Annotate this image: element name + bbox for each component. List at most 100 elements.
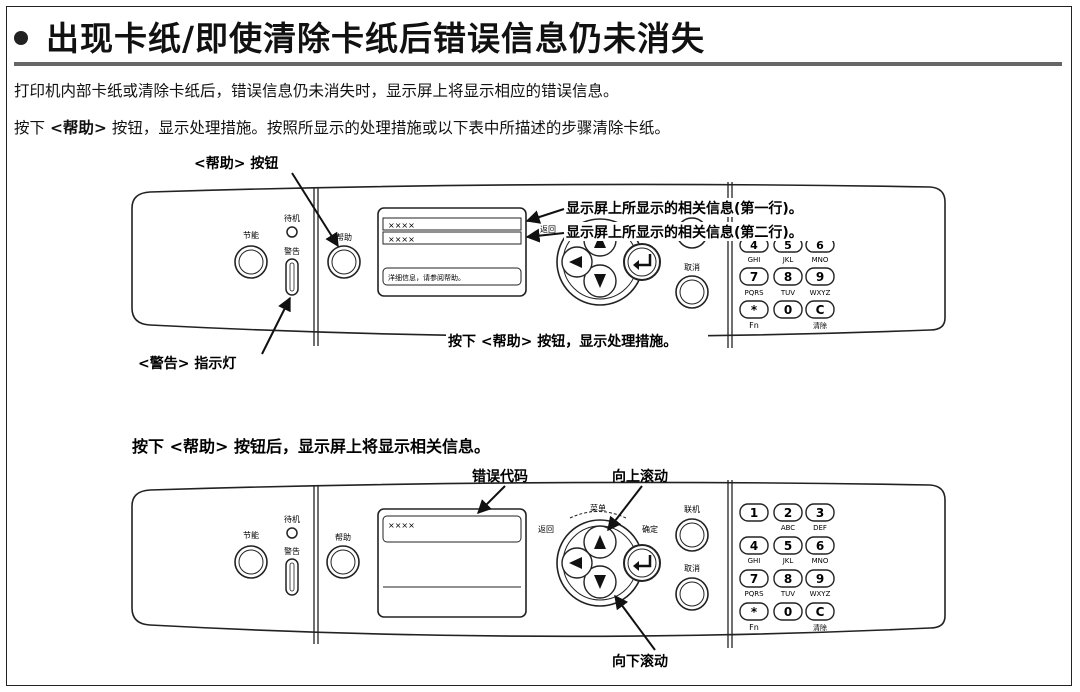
help-key-text: <帮助> <box>49 119 107 137</box>
svg-text:WXYZ: WXYZ <box>810 590 831 598</box>
svg-text:*: * <box>751 303 758 317</box>
down-arrow-icon-2 <box>594 575 606 589</box>
menu-label: 菜单 <box>590 503 606 513</box>
svg-text:9: 9 <box>816 572 824 586</box>
help-button-2[interactable] <box>326 545 360 579</box>
enter-button[interactable] <box>623 243 661 281</box>
callout-help-button: <帮助> 按钮 <box>194 155 278 172</box>
callout-scroll-down: 向下滚动 <box>612 653 668 670</box>
key-8b[interactable] <box>773 569 803 588</box>
control-panel-2: 节能 待机 警告 帮助 ×××× 返回 菜单 确定 联机 取消 <box>131 468 946 670</box>
svg-text:*: * <box>751 605 758 619</box>
svg-text:6: 6 <box>816 539 824 553</box>
enter-icon-2 <box>637 555 652 568</box>
standby-label: 待机 <box>284 213 300 223</box>
svg-text:C: C <box>816 303 825 317</box>
key-clear[interactable] <box>805 300 835 319</box>
callout-press-help: 按下 <帮助> 按钮，显示处理措施。 <box>448 333 677 350</box>
svg-text:MNO: MNO <box>812 557 829 565</box>
cancel-label-2: 取消 <box>684 563 700 573</box>
svg-text:TUV: TUV <box>780 590 795 598</box>
key-8[interactable] <box>773 267 803 286</box>
page-frame <box>6 6 1072 686</box>
key-0-2[interactable] <box>773 602 803 621</box>
display-line-1: ×××× <box>388 221 415 230</box>
back-label-2: 返回 <box>538 525 554 534</box>
power-save-button[interactable] <box>234 245 268 279</box>
display-line-2: ×××× <box>388 235 415 244</box>
svg-text:WXYZ: WXYZ <box>810 289 831 297</box>
key-4b[interactable] <box>739 536 769 555</box>
help-button[interactable] <box>327 245 361 279</box>
enter-icon <box>637 254 652 267</box>
callout-scroll-up: 向上滚动 <box>612 468 668 485</box>
key-5b[interactable] <box>773 536 803 555</box>
standby-lamp <box>286 226 298 238</box>
standby-label-2: 待机 <box>284 514 300 524</box>
key-7b[interactable] <box>739 569 769 588</box>
key-2[interactable] <box>773 503 803 522</box>
key-6b[interactable] <box>805 536 835 555</box>
bullet-icon <box>14 30 28 45</box>
back-label: 返回 <box>540 225 556 234</box>
alarm-lamp <box>285 258 299 296</box>
alarm-label: 警告 <box>284 246 300 256</box>
key-9[interactable] <box>805 267 835 286</box>
power-save-label-2: 节能 <box>243 530 259 540</box>
svg-text:3: 3 <box>816 506 824 520</box>
svg-text:ABC: ABC <box>781 524 795 532</box>
left-arrow-icon-2 <box>569 557 582 569</box>
svg-text:9: 9 <box>816 270 824 284</box>
svg-text:GHI: GHI <box>748 557 761 565</box>
svg-text:7: 7 <box>750 572 758 586</box>
svg-text:PQRS: PQRS <box>744 289 764 297</box>
cancel-button[interactable] <box>675 275 709 309</box>
power-save-label: 节能 <box>243 230 259 240</box>
key-7[interactable] <box>739 267 769 286</box>
callout-info-line-2: 显示屏上所显示的相关信息(第二行)。 <box>566 224 803 241</box>
key-3[interactable] <box>805 503 835 522</box>
keypad-1: 4 GHI 5 JKL 6 MNO 7 PQRS 8 TUV 9 WXYZ * … <box>739 237 835 330</box>
key-9b[interactable] <box>805 569 835 588</box>
svg-text:5: 5 <box>784 539 792 553</box>
svg-text:4: 4 <box>750 239 758 252</box>
cancel-button-2[interactable] <box>675 577 709 611</box>
fn-label-2: Fn <box>749 623 759 632</box>
enter-button-2[interactable] <box>623 544 661 582</box>
svg-text:6: 6 <box>816 239 824 252</box>
svg-text:JKL: JKL <box>782 256 794 264</box>
svg-text:PQRS: PQRS <box>744 590 764 598</box>
power-save-button-2[interactable] <box>234 545 268 579</box>
alarm-label-2: 警告 <box>284 546 300 556</box>
section-2-title: 按下 <帮助> 按钮后，显示屏上将显示相关信息。 <box>132 437 490 456</box>
callout-alarm-lamp: <警告> 指示灯 <box>138 355 236 372</box>
up-arrow-icon-2 <box>594 535 606 549</box>
svg-text:GHI: GHI <box>748 256 761 264</box>
svg-text:0: 0 <box>784 303 792 317</box>
online-button-2[interactable] <box>675 518 709 552</box>
svg-text:2: 2 <box>784 506 792 520</box>
key-star[interactable] <box>739 300 769 319</box>
cancel-label: 取消 <box>684 262 700 272</box>
key-star-2[interactable] <box>739 602 769 621</box>
svg-text:4: 4 <box>750 539 758 553</box>
key-clear-2[interactable] <box>805 602 835 621</box>
title-rule <box>14 62 1062 66</box>
down-arrow-icon <box>594 274 606 288</box>
svg-text:5: 5 <box>784 239 792 252</box>
callout-info-line-1: 显示屏上所显示的相关信息(第一行)。 <box>566 200 803 217</box>
svg-text:DEF: DEF <box>813 524 827 532</box>
key-0[interactable] <box>773 300 803 319</box>
online-label: 联机 <box>684 504 700 514</box>
svg-text:7: 7 <box>750 270 758 284</box>
callout-error-code: 错误代码 <box>472 468 528 485</box>
ok-label: 确定 <box>642 524 658 534</box>
display-2-line-1: ×××× <box>388 521 415 530</box>
help-label: 帮助 <box>336 232 352 242</box>
key-1[interactable] <box>739 503 769 522</box>
control-panel-1: 节能 待机 警告 帮助 ×××× ×××× 洋细信息，请参阅帮助。 返回 取消 <box>131 155 946 372</box>
svg-text:0: 0 <box>784 605 792 619</box>
intro-line-2: 按下 <帮助> 按钮，显示处理措施。按照所显示的处理措施或以下表中所描述的步骤清… <box>14 119 670 137</box>
left-arrow-icon <box>569 256 582 268</box>
clear-label-2: 清除 <box>813 623 827 632</box>
